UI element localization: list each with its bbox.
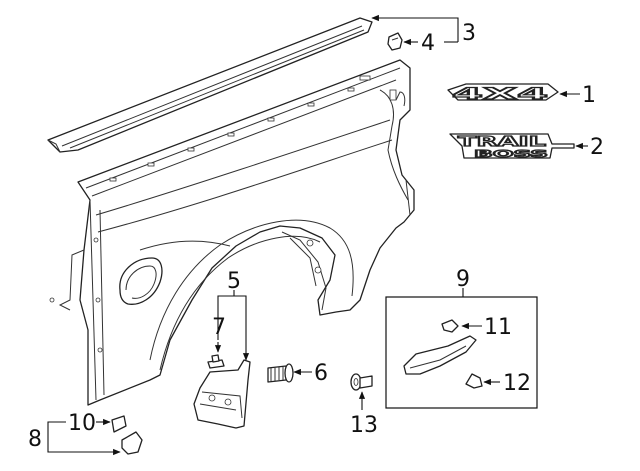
callout-3: 3 xyxy=(462,21,476,46)
flare-clip xyxy=(441,319,459,333)
callout-5: 5 xyxy=(227,269,241,294)
callout-6: 6 xyxy=(314,361,328,386)
push-clip xyxy=(207,354,225,369)
callout-8: 8 xyxy=(28,427,42,452)
bolt xyxy=(350,373,373,391)
trail-emblem-text: TRAIL xyxy=(458,135,546,150)
screw xyxy=(267,363,294,383)
mud-flap xyxy=(193,359,251,429)
lower-trim-piece xyxy=(121,431,143,455)
callout-10: 10 xyxy=(68,411,96,436)
wheel-flare-kit-box xyxy=(385,296,538,409)
four-by-four-emblem-text: 4X4 xyxy=(452,84,548,103)
callout-2: 2 xyxy=(590,135,604,160)
callout-7: 7 xyxy=(212,315,226,340)
callout-leaders xyxy=(47,14,588,456)
trail-boss-emblem: TRAIL BOSS xyxy=(449,133,575,161)
callout-1: 1 xyxy=(582,83,596,108)
boss-emblem-text: BOSS xyxy=(474,149,548,160)
callout-9: 9 xyxy=(456,267,470,292)
callout-13: 13 xyxy=(350,413,378,438)
callout-4: 4 xyxy=(421,31,435,56)
top-flange-holes xyxy=(109,75,371,182)
callout-11: 11 xyxy=(484,315,512,340)
bed-side-outer-panel xyxy=(49,59,415,406)
bed-rail-cap xyxy=(47,17,373,153)
four-by-four-emblem: 4X4 xyxy=(447,83,559,104)
flare-retainer xyxy=(465,373,483,389)
lower-clip xyxy=(111,415,127,433)
rail-clip xyxy=(387,32,403,51)
callout-12: 12 xyxy=(503,371,531,396)
wheel-flare-piece xyxy=(403,335,477,375)
callout-numbers: 1 2 3 4 5 6 7 8 9 10 11 12 13 xyxy=(28,21,604,452)
